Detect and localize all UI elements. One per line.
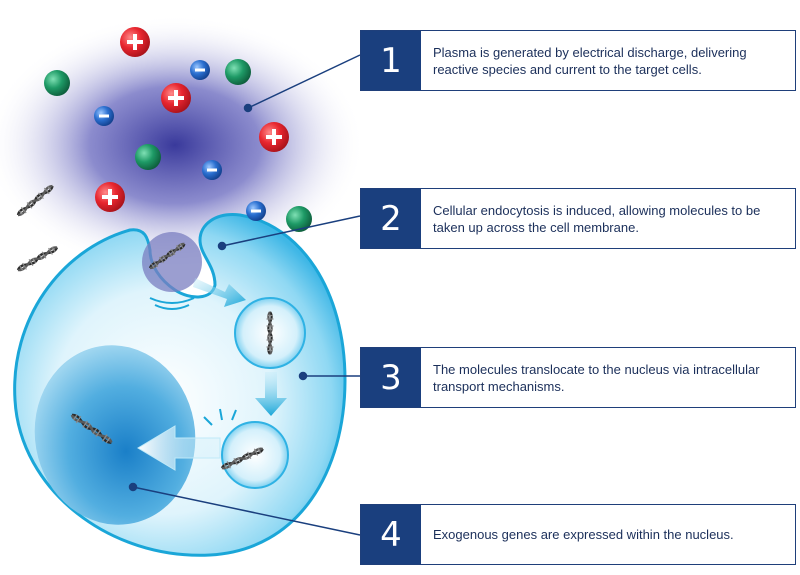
- step-number: 4: [361, 505, 421, 564]
- step-box-4: 4 Exogenous genes are expressed within t…: [360, 504, 796, 565]
- neutral-particle-icon: [44, 70, 70, 96]
- plus-ion-icon: [120, 27, 150, 57]
- step-text: Cellular endocytosis is induced, allowin…: [433, 202, 761, 235]
- step-text: The molecules translocate to the nucleus…: [433, 361, 760, 394]
- plasma-cloud: [0, 15, 365, 275]
- minus-ion-icon: [202, 160, 222, 180]
- step-box-2: 2 Cellular endocytosis is induced, allow…: [360, 188, 796, 249]
- step-number: 2: [361, 189, 421, 248]
- plus-ion-icon: [95, 182, 125, 212]
- arrow-icon: [193, 278, 246, 307]
- neutral-particle-icon: [135, 144, 161, 170]
- release-spark-lines: [203, 408, 237, 426]
- step-text: Plasma is generated by electrical discha…: [433, 44, 747, 77]
- membrane-invagination-lines: [149, 297, 195, 310]
- minus-ion-icon: [246, 201, 266, 221]
- plus-ion-icon: [161, 83, 191, 113]
- plus-ion-icon: [259, 122, 289, 152]
- nucleus: [34, 345, 196, 525]
- step-number: 1: [361, 31, 421, 90]
- minus-ion-icon: [94, 106, 114, 126]
- callout-connectors: [128, 54, 361, 536]
- endocytic-vesicle: [142, 232, 202, 292]
- arrow-icon: [255, 372, 287, 416]
- dna-icon: [14, 243, 61, 275]
- minus-ion-icon: [190, 60, 210, 80]
- arrow-icon: [137, 425, 221, 471]
- step-number: 3: [361, 348, 421, 407]
- neutral-particle-icon: [225, 59, 251, 85]
- step-box-3: 3 The molecules translocate to the nucle…: [360, 347, 796, 408]
- step-text: Exogenous genes are expressed within the…: [433, 527, 734, 542]
- step-box-1: 1 Plasma is generated by electrical disc…: [360, 30, 796, 91]
- neutral-particle-icon: [286, 206, 312, 232]
- transport-vesicle-2: [221, 421, 289, 489]
